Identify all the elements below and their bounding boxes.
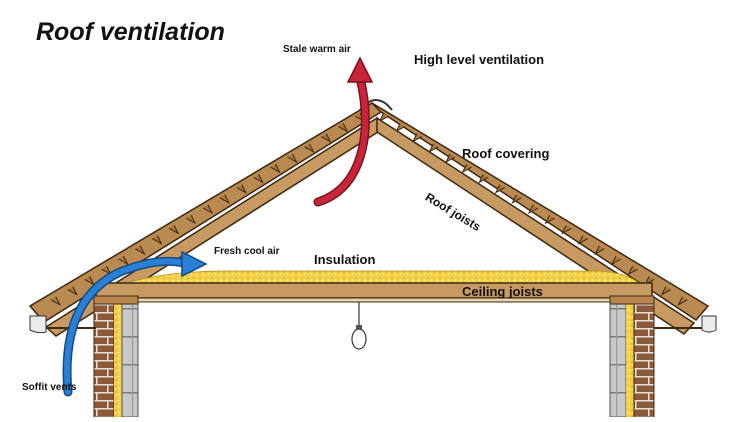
roof-tile bbox=[660, 286, 672, 296]
roof-tile bbox=[594, 245, 605, 256]
roof-tile bbox=[219, 194, 231, 205]
block-wall-right bbox=[609, 301, 627, 418]
roof-tile bbox=[321, 133, 332, 143]
label-fresh-cool-air: Fresh cool air bbox=[214, 246, 280, 257]
wall-insulation-right bbox=[626, 302, 634, 417]
roof-tile bbox=[50, 296, 62, 307]
gutter-right-icon bbox=[701, 315, 717, 333]
roof-tile bbox=[561, 225, 572, 235]
roof-tile bbox=[270, 163, 281, 174]
roof-tile bbox=[461, 163, 472, 174]
cool-air-arrowhead-icon bbox=[181, 250, 208, 278]
roof-tile bbox=[511, 194, 522, 205]
bulb-holder bbox=[356, 325, 362, 330]
roof-tile bbox=[627, 265, 638, 276]
label-stale-warm-air: Stale warm air bbox=[283, 44, 351, 55]
warm-air-arrow bbox=[315, 75, 369, 205]
wall-plate-right bbox=[609, 295, 655, 305]
roof-tile bbox=[168, 225, 180, 235]
roof-tile bbox=[135, 245, 146, 256]
roof-tile bbox=[610, 255, 622, 266]
diagram-title: Roof ventilation bbox=[36, 18, 225, 46]
roof-tile bbox=[253, 174, 264, 184]
roof-tile bbox=[577, 235, 589, 245]
wall-insulation-left bbox=[114, 302, 122, 417]
wall-plate-left bbox=[93, 295, 139, 305]
roof-tiles-right bbox=[378, 112, 688, 307]
roof-tile bbox=[337, 123, 349, 133]
brick-wall-left bbox=[93, 301, 115, 418]
warm-air-arrowhead-icon bbox=[346, 56, 374, 83]
roof-tile bbox=[236, 184, 247, 194]
roof-tile bbox=[152, 235, 163, 245]
insulation-layer bbox=[123, 270, 642, 285]
roof-tile bbox=[677, 296, 688, 307]
ceiling-board bbox=[95, 297, 653, 303]
brick-wall-right bbox=[633, 301, 655, 418]
label-ceiling-joists: Ceiling joists bbox=[462, 284, 543, 299]
roof-tile bbox=[478, 174, 489, 184]
block-wall-left bbox=[121, 301, 139, 418]
roof-tile bbox=[304, 143, 315, 154]
roof-tile bbox=[67, 286, 78, 296]
light-bulb-icon bbox=[351, 328, 367, 350]
roof-tile bbox=[544, 214, 555, 225]
roof-tile bbox=[287, 153, 298, 164]
label-soffit-vents: Soffit vents bbox=[22, 382, 77, 393]
label-high-level-ventilation: High level ventilation bbox=[414, 52, 545, 67]
cool-air-arrow bbox=[64, 258, 191, 395]
label-roof-covering: Roof covering bbox=[462, 146, 550, 161]
roof-tile bbox=[494, 184, 506, 194]
roof-tile bbox=[527, 204, 539, 215]
gutter-left-icon bbox=[29, 315, 47, 334]
roof-tile bbox=[118, 255, 129, 266]
roof-covering-right bbox=[371, 102, 710, 321]
ceiling-joist bbox=[95, 282, 653, 299]
roof-tile bbox=[185, 214, 197, 225]
roof-tiles-left bbox=[50, 112, 366, 307]
label-insulation: Insulation bbox=[314, 252, 376, 267]
roof-tile bbox=[202, 204, 214, 215]
